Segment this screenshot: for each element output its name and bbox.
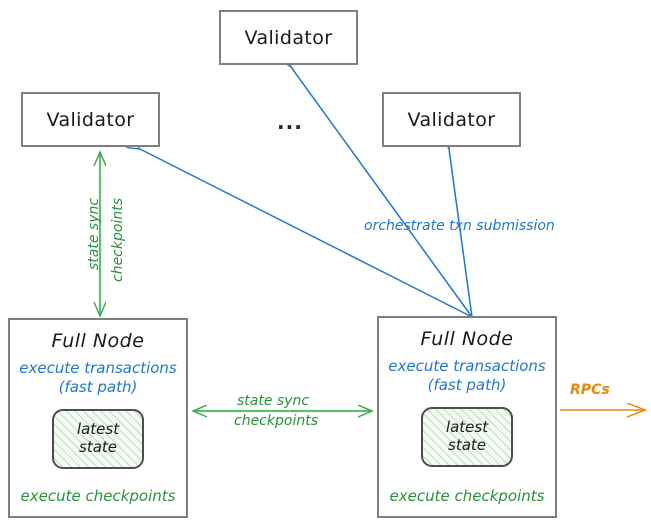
full-node-left[interactable]: Full Node execute transactions (fast pat… [8, 318, 188, 518]
full-node-right-footer: execute checkpoints [389, 487, 545, 505]
full-node-right-state-line2: state [448, 435, 486, 454]
full-node-left-state-line2: state [79, 437, 117, 456]
full-node-left-subtitle: execute transactions (fast path) [19, 359, 177, 397]
full-node-left-subtitle-line2: (fast path) [58, 377, 138, 396]
full-node-left-latest-state: latest state [52, 408, 144, 469]
validator-right[interactable]: Validator [382, 92, 521, 147]
full-node-right[interactable]: Full Node execute transactions (fast pat… [377, 316, 557, 518]
full-node-left-title: Full Node [51, 330, 145, 352]
vertical-state-sync-label-line2: checkpoints [110, 198, 126, 282]
full-node-right-title: Full Node [420, 328, 514, 350]
full-node-right-state-line1: latest [445, 418, 489, 437]
full-node-left-state-line1: latest [76, 420, 120, 439]
full-node-right-subtitle-line2: (fast path) [427, 375, 507, 394]
validator-top[interactable]: Validator [219, 10, 358, 65]
horizontal-state-sync-label-line1: state sync [237, 393, 310, 409]
validator-ellipsis: ... [277, 110, 303, 134]
horizontal-state-sync-label-line2: checkpoints [234, 413, 318, 429]
full-node-left-subtitle-line1: execute transactions [19, 359, 177, 377]
full-node-left-footer: execute checkpoints [20, 487, 176, 505]
full-node-right-subtitle: execute transactions (fast path) [388, 357, 546, 395]
full-node-right-latest-state: latest state [421, 406, 513, 467]
full-node-right-subtitle-line1: execute transactions [388, 357, 546, 375]
orchestrate-txn-submission-label: orchestrate txn submission [364, 218, 555, 234]
validator-left[interactable]: Validator [21, 92, 160, 147]
vertical-state-sync-label-line1: state sync [86, 197, 102, 270]
validator-left-label: Validator [46, 108, 135, 131]
validator-right-label: Validator [407, 108, 496, 131]
rpcs-label: RPCs [570, 382, 610, 398]
validator-top-label: Validator [244, 26, 333, 49]
